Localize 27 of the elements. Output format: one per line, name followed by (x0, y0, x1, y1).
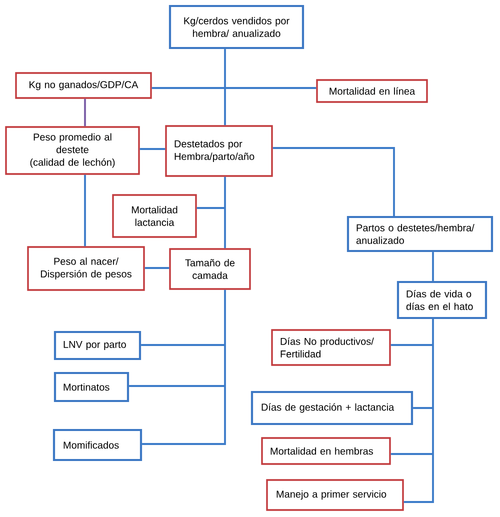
metric-box: Momificados (52, 428, 142, 462)
metric-box: Partos o destetes/hembra/ anualizado (346, 216, 494, 252)
metric-box: Peso al nacer/ Dispersión de pesos (27, 246, 145, 291)
connector-line (432, 252, 434, 281)
metric-box: Mortinatos (54, 372, 130, 402)
metric-box: Kg no ganados/GDP/CA (15, 72, 152, 99)
metric-box: Manejo a primer servicio (266, 479, 404, 511)
metric-box: Tamaño de camada (169, 248, 251, 290)
metric-box: Días No productivos/ Fertilidad (271, 329, 391, 366)
connector-line (152, 49, 316, 126)
connector-line (390, 319, 434, 503)
connector-line (272, 147, 395, 216)
metric-box: Días de vida o días en el hato (396, 280, 488, 320)
metric-box: Mortalidad en hembras (261, 437, 391, 465)
connector-line (196, 176, 226, 248)
metric-box: Mortalidad en línea (316, 79, 428, 103)
connector-line (84, 174, 86, 246)
connector-line (129, 290, 226, 445)
metric-box: Peso promedio al destete (calidad de lechón) (5, 126, 140, 175)
metric-box: Destetados por Hembra/parto/año (165, 125, 273, 177)
metric-box: Mortalidad lactancia (112, 194, 197, 238)
connector-line (84, 98, 86, 126)
metric-box: Kg/cerdos vendidos por hembra/ anualizado (168, 4, 304, 50)
connector-line (140, 148, 166, 150)
metric-box: Días de gestación + lactancia (250, 390, 414, 426)
connector-line (144, 267, 170, 269)
metric-box: LNV por parto (54, 330, 142, 360)
